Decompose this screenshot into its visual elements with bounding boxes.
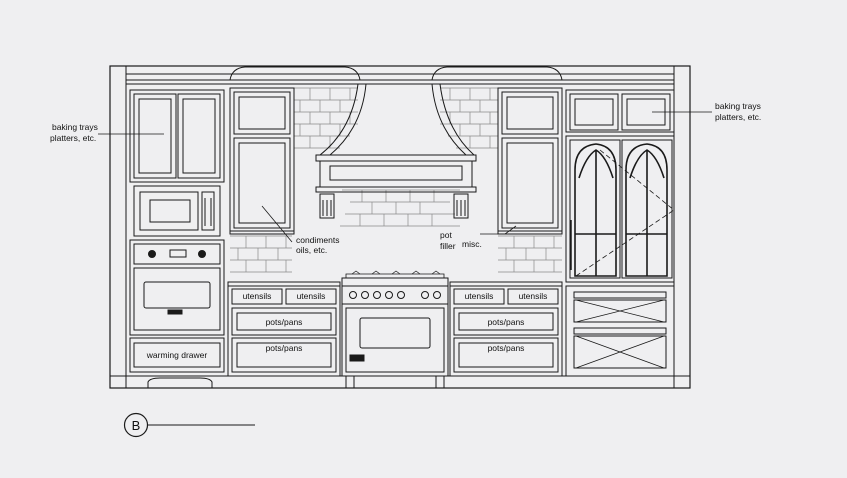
label-potspans-right-1: pots/pans <box>488 317 525 327</box>
left-tall-cabinet <box>129 89 225 388</box>
label-potspans-right-2: pots/pans <box>488 343 525 353</box>
leader-lines <box>98 111 712 243</box>
label-condiments: condiments <box>296 235 339 245</box>
left-base-cabinets <box>227 281 341 377</box>
right-upper-cabinet <box>497 87 563 235</box>
label-warming-drawer: warming drawer <box>146 350 208 360</box>
section-marker-letter: B <box>132 418 141 433</box>
section-marker: B <box>123 412 255 438</box>
cabinet-outline <box>109 65 691 389</box>
gothic-glass-doors <box>574 143 668 277</box>
wall-oven <box>129 239 225 336</box>
label-misc: misc. <box>462 239 482 249</box>
label-filler: filler <box>440 241 456 251</box>
label-platters-right: platters, etc. <box>715 112 761 122</box>
left-upper-cabinet <box>229 87 295 235</box>
warming-drawer <box>129 337 225 373</box>
annotation-labels: baking trays platters, etc. baking trays… <box>50 101 761 360</box>
label-baking-trays-left: baking trays <box>52 122 98 132</box>
label-potspans-left-1: pots/pans <box>266 317 303 327</box>
label-platters-left: platters, etc. <box>50 133 96 143</box>
label-potspans-left-2: pots/pans <box>266 343 303 353</box>
label-utensils-left-2: utensils <box>297 291 326 301</box>
microwave <box>133 185 221 237</box>
right-base-cabinets <box>449 281 563 377</box>
label-utensils-right-1: utensils <box>465 291 494 301</box>
label-oils: oils, etc. <box>296 245 327 255</box>
label-utensils-right-2: utensils <box>519 291 548 301</box>
brick-backsplash <box>230 87 562 273</box>
label-pot: pot <box>440 230 452 240</box>
right-tall-cabinet <box>565 89 675 377</box>
range-stove <box>341 270 449 389</box>
label-baking-trays-right: baking trays <box>715 101 761 111</box>
range-hood <box>315 83 477 219</box>
label-utensils-left-1: utensils <box>243 291 272 301</box>
